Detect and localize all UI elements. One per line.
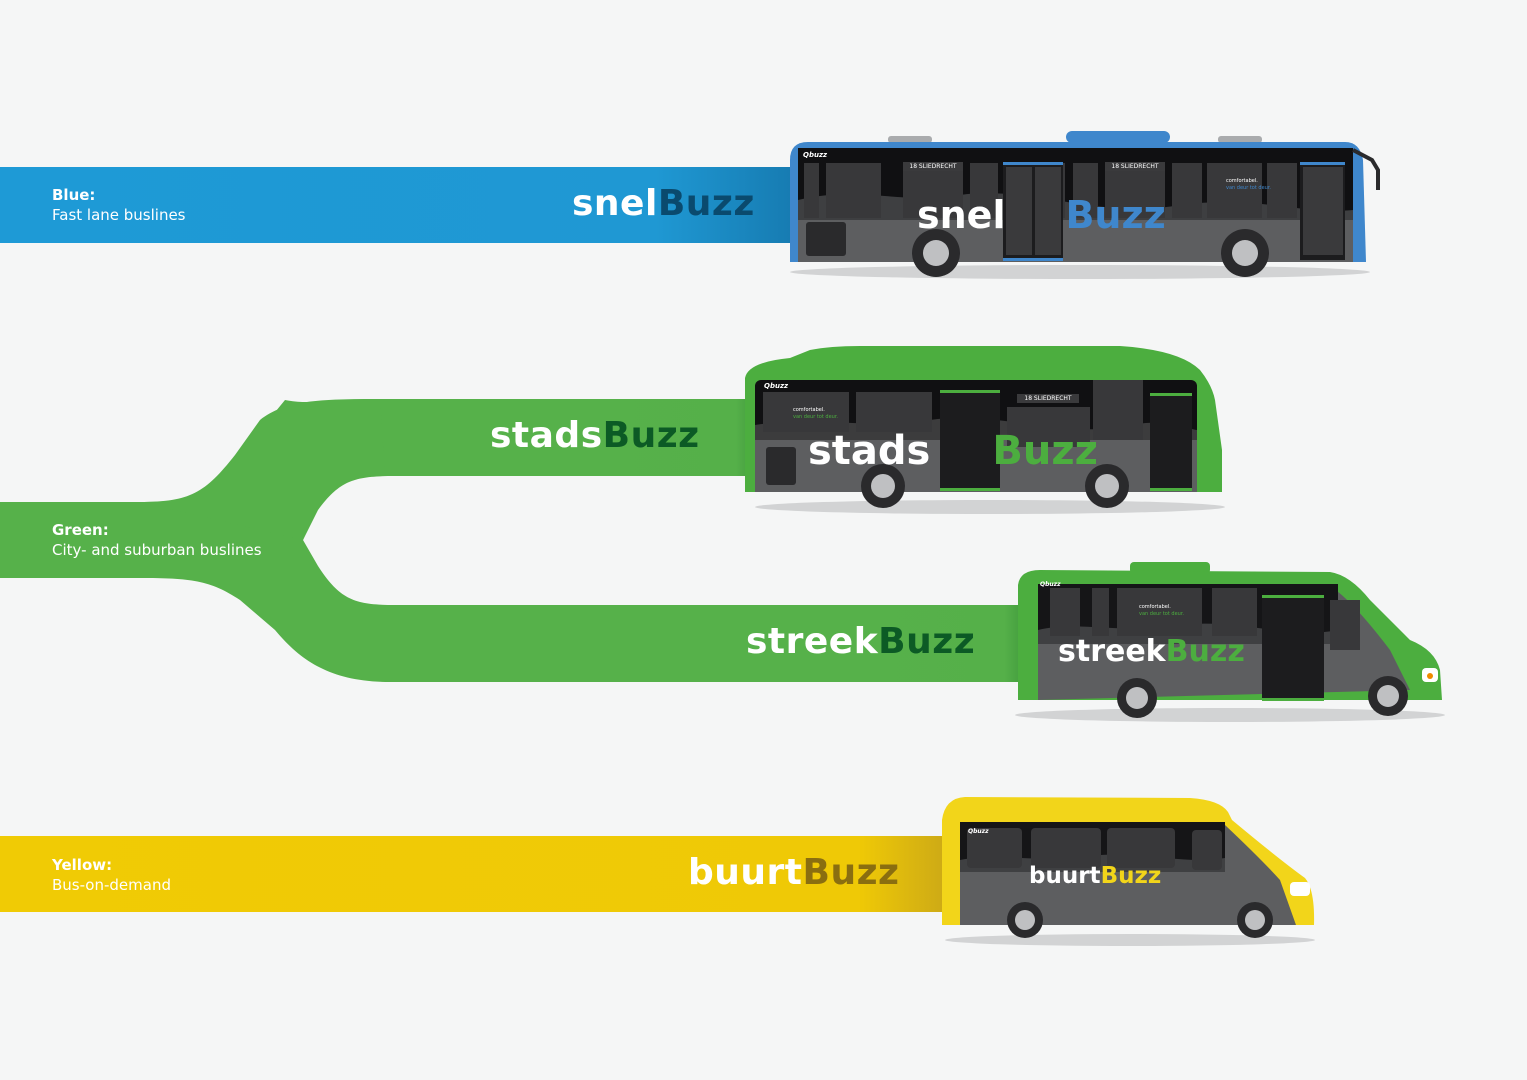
- bus-slogan: comfortabel. van deur tot deur.: [793, 407, 838, 421]
- brand-prefix: streek: [746, 621, 879, 662]
- green-line-label: Green: City- and suburban buslines: [52, 520, 262, 560]
- brand-prefix: buurt: [688, 852, 803, 893]
- brand-prefix: snel: [572, 183, 658, 224]
- category-label: Green:: [52, 521, 109, 539]
- brand-suffix: Buzz: [878, 621, 976, 662]
- side-prefix: streek: [1058, 634, 1166, 669]
- green-top-branch-end: [600, 399, 760, 476]
- side-prefix: stads: [808, 428, 931, 474]
- streekbuzz-bus: [1018, 562, 1442, 718]
- destination-sign: 18 SLIEDRECHT: [1017, 394, 1079, 403]
- snelbuzz-side-logo: snel Buzz: [917, 193, 1166, 237]
- operator-logo: Qbuzz: [764, 382, 789, 390]
- side-suffix: Buzz: [1100, 863, 1162, 889]
- buurtbuzz-bus: [942, 797, 1315, 938]
- side-suffix: Buzz: [1165, 634, 1245, 669]
- category-label: Yellow:: [52, 856, 113, 874]
- side-suffix: Buzz: [992, 428, 1098, 474]
- category-description: City- and suburban buslines: [52, 541, 262, 559]
- blue-line-label: Blue: Fast lane buslines: [52, 185, 186, 225]
- green-bottom-branch-end: [860, 605, 1030, 682]
- category-label: Blue:: [52, 186, 96, 204]
- destination-sign: 18 SLIEDRECHT: [903, 162, 963, 171]
- brand-suffix: Buzz: [602, 415, 700, 456]
- streekbuzz-wordmark: streekBuzz: [746, 622, 975, 662]
- slogan-line: comfortabel.: [1139, 604, 1171, 610]
- category-description: Fast lane buslines: [52, 206, 186, 224]
- brand-suffix: Buzz: [802, 852, 900, 893]
- bus-slogan: comfortabel. van deur tot deur.: [1139, 604, 1184, 618]
- stadsbuzz-wordmark: stadsBuzz: [490, 416, 700, 456]
- stadsbuzz-bus: [745, 346, 1222, 508]
- slogan-line: comfortabel.: [793, 407, 825, 413]
- yellow-band: [0, 836, 955, 912]
- bus-shadow: [945, 934, 1315, 946]
- slogan-line: van deur tot deur.: [793, 414, 839, 420]
- side-prefix: snel: [917, 193, 1006, 237]
- bus-slogan: comfortabel. van deur tot deur.: [1226, 178, 1271, 192]
- blue-band: [0, 167, 800, 243]
- streekbuzz-side-logo: streekBuzz: [1058, 634, 1245, 669]
- slogan-line: van deur tot deur.: [1226, 185, 1272, 191]
- brand-suffix: Buzz: [657, 183, 755, 224]
- operator-logo: Qbuzz: [1040, 581, 1061, 588]
- buurtbuzz-wordmark: buurtBuzz: [688, 853, 899, 893]
- operator-logo: Qbuzz: [803, 151, 828, 159]
- slogan-line: van deur tot deur.: [1139, 611, 1185, 617]
- snelbuzz-wordmark: snelBuzz: [572, 184, 755, 224]
- category-description: Bus-on-demand: [52, 876, 171, 894]
- bus-shadow: [755, 500, 1225, 514]
- yellow-line-label: Yellow: Bus-on-demand: [52, 855, 171, 895]
- stadsbuzz-side-logo: stads Buzz: [808, 428, 1098, 474]
- slogan-line: comfortabel.: [1226, 178, 1258, 184]
- brand-prefix: stads: [490, 415, 603, 456]
- green-band-top-outline: [140, 399, 385, 540]
- buurtbuzz-side-logo: buurtBuzz: [1029, 863, 1161, 889]
- side-prefix: buurt: [1029, 863, 1101, 889]
- bus-shadow: [790, 265, 1370, 279]
- operator-logo: Qbuzz: [968, 828, 989, 835]
- side-suffix: Buzz: [1065, 193, 1166, 237]
- snelbuzz-bus: [790, 131, 1380, 277]
- destination-sign: 18 SLIEDRECHT: [1105, 162, 1165, 171]
